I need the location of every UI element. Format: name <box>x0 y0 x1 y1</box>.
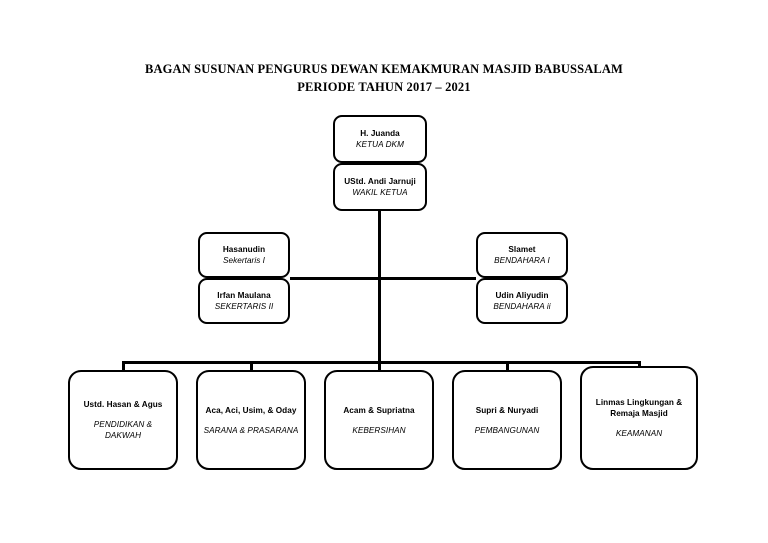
node-divisi-3-name: Acam & Supriatna <box>343 405 415 415</box>
node-divisi-2-name: Aca, Aci, Usim, & Oday <box>205 405 297 415</box>
node-divisi-3-role: KEBERSIHAN <box>352 425 406 435</box>
node-divisi-4-role: PEMBANGUNAN <box>474 425 540 435</box>
node-divisi-5-role: KEAMANAN <box>615 429 663 438</box>
connector-drop-2 <box>250 361 253 371</box>
node-divisi-1-name: Ustd. Hasan & Agus <box>83 400 163 409</box>
node-wakil-name: UStd. Andi Jarnuji <box>344 177 416 186</box>
node-bendahara-1-role: BENDAHARA I <box>494 256 550 265</box>
node-ketua-dkm[interactable]: H. Juanda KETUA DKM <box>333 115 427 163</box>
page-title: BAGAN SUSUNAN PENGURUS DEWAN KEMAKMURAN … <box>0 60 768 96</box>
node-divisi-4-name: Supri & Nuryadi <box>475 405 539 415</box>
node-wakil-ketua[interactable]: UStd. Andi Jarnuji WAKIL KETUA <box>333 163 427 211</box>
connector-distribution-bar <box>123 361 639 364</box>
connector-drop-4 <box>506 361 509 371</box>
node-bendahara-2[interactable]: Udin Aliyudin BENDAHARA ii <box>476 278 568 324</box>
node-divisi-2-role: SARANA & PRASARANA <box>203 425 299 435</box>
connector-drop-1 <box>122 361 125 371</box>
node-bendahara-2-role: BENDAHARA ii <box>493 302 551 311</box>
node-wakil-role: WAKIL KETUA <box>352 188 408 197</box>
title-line-1: BAGAN SUSUNAN PENGURUS DEWAN KEMAKMURAN … <box>144 62 624 76</box>
node-bendahara-1[interactable]: Slamet BENDAHARA I <box>476 232 568 278</box>
node-sekertaris-1-role: Sekertaris I <box>222 256 265 265</box>
node-ketua-name: H. Juanda <box>360 129 400 138</box>
node-sekertaris-1-name: Hasanudin <box>222 245 266 254</box>
node-sekertaris-2-role: SEKERTARIS II <box>214 302 274 311</box>
node-divisi-5-name: Linmas Lingkungan & Remaja Masjid <box>595 398 683 418</box>
connector-trunk-vertical <box>378 211 381 363</box>
node-divisi-pendidikan-dakwah[interactable]: Ustd. Hasan & Agus PENDIDIKAN & DAKWAH <box>68 370 178 470</box>
node-bendahara-1-name: Slamet <box>508 245 536 254</box>
node-divisi-sarana-prasarana[interactable]: Aca, Aci, Usim, & Oday SARANA & PRASARAN… <box>196 370 306 470</box>
node-divisi-kebersihan[interactable]: Acam & Supriatna KEBERSIHAN <box>324 370 434 470</box>
title-line-2: PERIODE TAHUN 2017 – 2021 <box>297 80 471 94</box>
node-divisi-1-role: PENDIDIKAN & DAKWAH <box>93 420 153 440</box>
node-sekertaris-2-name: Irfan Maulana <box>217 291 271 300</box>
node-ketua-role: KETUA DKM <box>356 140 404 149</box>
connector-staff-horizontal <box>290 277 476 280</box>
node-divisi-pembangunan[interactable]: Supri & Nuryadi PEMBANGUNAN <box>452 370 562 470</box>
connector-drop-3 <box>378 361 381 371</box>
node-divisi-keamanan[interactable]: Linmas Lingkungan & Remaja Masjid KEAMAN… <box>580 366 698 470</box>
node-bendahara-2-name: Udin Aliyudin <box>495 291 549 300</box>
node-sekertaris-2[interactable]: Irfan Maulana SEKERTARIS II <box>198 278 290 324</box>
node-sekertaris-1[interactable]: Hasanudin Sekertaris I <box>198 232 290 278</box>
